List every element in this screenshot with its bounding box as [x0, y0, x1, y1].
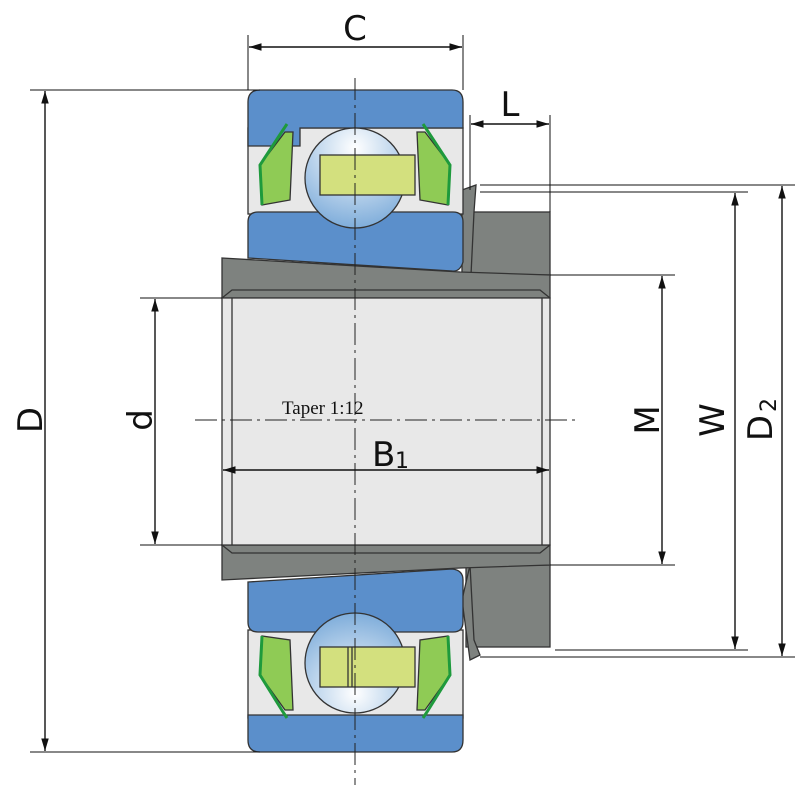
dimension-lines — [41, 43, 786, 751]
label-B1-main: B — [372, 435, 395, 475]
label-W: W — [693, 403, 733, 437]
label-taper: Taper 1:12 — [282, 398, 364, 419]
cage-bottom — [319, 646, 416, 688]
label-D: D — [11, 407, 51, 433]
outer-ring-bottom — [247, 714, 464, 753]
lock-washer-bottom — [461, 564, 481, 661]
label-D2-main: D — [741, 415, 781, 441]
label-d: d — [121, 409, 161, 431]
label-M: M — [628, 405, 668, 434]
adapter-sleeve — [221, 257, 551, 581]
label-L: L — [501, 85, 520, 125]
inner-ring-bottom — [247, 568, 464, 633]
label-C: C — [343, 9, 367, 49]
label-B1-sub: 1 — [395, 449, 409, 474]
extension-lines — [30, 35, 795, 753]
center-lines — [195, 78, 580, 785]
lock-nut — [461, 184, 551, 661]
cage-top — [319, 154, 416, 196]
label-D2: D 2 — [741, 398, 782, 441]
sleeve-bore — [221, 297, 551, 546]
inner-ring-top — [247, 211, 464, 272]
label-D2-sub: 2 — [757, 398, 782, 412]
